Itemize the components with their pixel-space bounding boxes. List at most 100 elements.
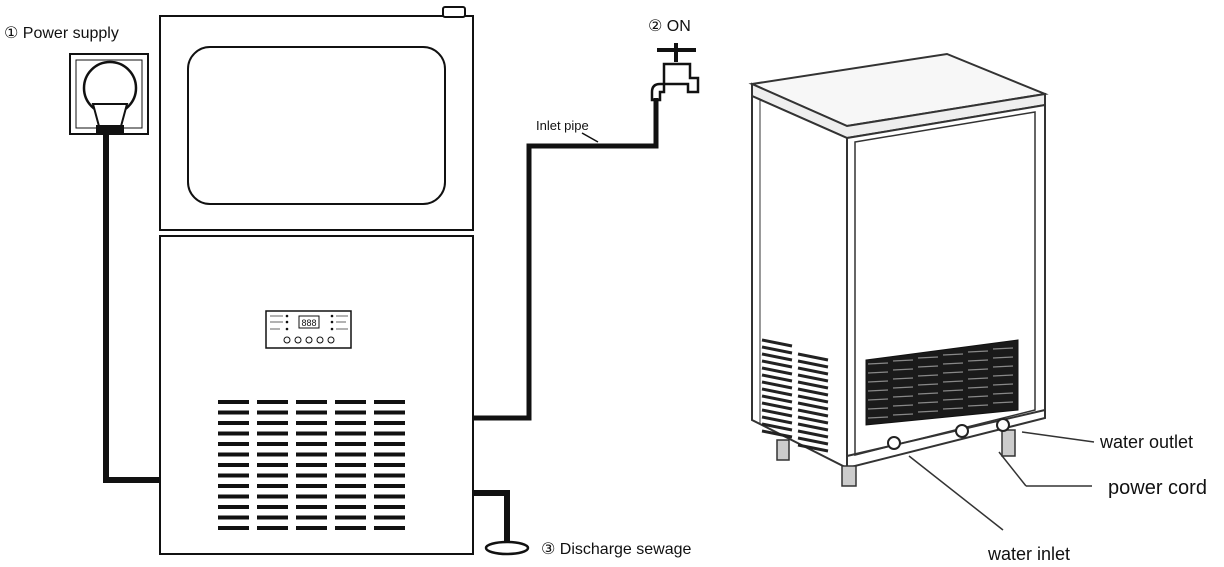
rear-vent-slot: [992, 356, 1014, 359]
rear-vent-slot: [917, 356, 939, 359]
rear-vent-slot: [992, 383, 1014, 386]
ice-window: [187, 46, 446, 205]
side-vent-slot: [797, 352, 829, 362]
rear-vent-slot: [967, 386, 989, 389]
rear-vent-slot: [967, 359, 989, 362]
rear-vent-slot: [942, 407, 964, 410]
rear-vent-slot: [967, 395, 989, 398]
rear-vent-slot: [992, 374, 1014, 377]
side-vent-slot: [761, 373, 793, 383]
rear-vent-slot: [867, 398, 889, 401]
inlet-pipe-pointer: [581, 132, 599, 143]
rear-vent-slot: [942, 389, 964, 392]
leader-lines: [908, 431, 1095, 531]
side-vent-slot: [797, 443, 829, 453]
rear-vent-slot: [917, 410, 939, 413]
rear-vent-slot: [942, 398, 964, 401]
side-vent-slot: [761, 366, 793, 376]
rear-vent-slot: [992, 347, 1014, 350]
rear-vent-slot: [867, 362, 889, 365]
side-vent-slot: [797, 359, 829, 369]
rear-vent-slot: [892, 395, 914, 398]
side-vent-slot: [761, 387, 793, 397]
rear-vent-slot: [942, 353, 964, 356]
panel-indicators: [285, 314, 334, 331]
rear-vent-slot: [942, 371, 964, 374]
label-inlet-pipe: Inlet pipe: [536, 118, 589, 133]
top-knob: [442, 6, 466, 18]
side-vent-slot: [797, 422, 829, 432]
side-vent-slot: [761, 415, 793, 425]
panel-tiny-text: [270, 315, 348, 330]
feet: [776, 429, 1016, 487]
ports: [887, 418, 1010, 450]
rear-vent-slot: [967, 404, 989, 407]
side-vent-slot: [797, 415, 829, 425]
rear-vent-slot: [967, 377, 989, 380]
side-vent-slot: [761, 352, 793, 362]
rear-vent-slot: [942, 362, 964, 365]
rear-vent-slot: [892, 377, 914, 380]
label-on: ② ON: [648, 18, 691, 35]
rear-vent-slot: [967, 350, 989, 353]
side-vent-slot: [761, 338, 793, 348]
rear-vent-slot: [967, 368, 989, 371]
display-digits: 888: [301, 318, 316, 328]
side-vent-slot: [797, 429, 829, 439]
side-vent-slot: [797, 373, 829, 383]
side-vents: [761, 338, 829, 453]
rear-vent-slot: [867, 389, 889, 392]
drain-outlet: [484, 540, 530, 556]
rear-vent-slot: [892, 368, 914, 371]
side-vent-slot: [761, 401, 793, 411]
side-vent-slot: [797, 366, 829, 376]
side-vent-slot: [761, 408, 793, 418]
side-vent-slot: [761, 345, 793, 355]
rear-vent-slot: [992, 365, 1014, 368]
front-vent-grille: [218, 400, 405, 530]
label-water-inlet: water inlet: [987, 544, 1070, 564]
rear-vent-slot: [892, 404, 914, 407]
rear-vent-slot: [917, 392, 939, 395]
rear-vent-slot: [867, 380, 889, 383]
rear-vent-slot: [892, 386, 914, 389]
rear-vent-grille: [865, 339, 1019, 426]
side-vent-slot: [797, 394, 829, 404]
rear-vent-slot: [892, 359, 914, 362]
rear-vent-slot: [867, 371, 889, 374]
side-vent-slot: [761, 394, 793, 404]
rear-vent-slot: [892, 413, 914, 416]
rear-vent-slot: [867, 416, 889, 419]
side-vent-slot: [761, 429, 793, 439]
water-tap-icon: [650, 43, 700, 102]
rear-vent-slot: [992, 401, 1014, 404]
side-vent-slot: [797, 380, 829, 390]
rear-vent-slot: [992, 392, 1014, 395]
label-water-outlet: water outlet: [1099, 432, 1193, 452]
rear-vent-slot: [917, 401, 939, 404]
side-vent-slot: [761, 380, 793, 390]
label-power-cord: power cord: [1108, 477, 1207, 499]
digital-display: [298, 315, 320, 329]
rear-vent-slot: [942, 380, 964, 383]
side-vent-slot: [761, 359, 793, 369]
side-vent-slot: [797, 436, 829, 446]
panel-buttons: [283, 336, 335, 344]
ice-maker-front-view: [159, 6, 474, 555]
side-vent-slot: [797, 387, 829, 397]
side-vent-slot: [797, 401, 829, 411]
rear-vent-slot: [917, 383, 939, 386]
rear-vent-slot: [867, 407, 889, 410]
label-discharge-sewage: ③ Discharge sewage: [541, 541, 692, 558]
drain-pipe: [473, 490, 510, 546]
rear-vent-slot: [917, 374, 939, 377]
control-panel: 888: [265, 310, 352, 349]
power-cable: [103, 134, 160, 483]
power-socket: [69, 53, 149, 135]
side-vent-slot: [761, 422, 793, 432]
lower-cabinet: [159, 235, 474, 555]
label-power-supply: ① Power supply: [4, 25, 119, 42]
side-vent-slot: [797, 408, 829, 418]
rear-vent-slot: [917, 365, 939, 368]
